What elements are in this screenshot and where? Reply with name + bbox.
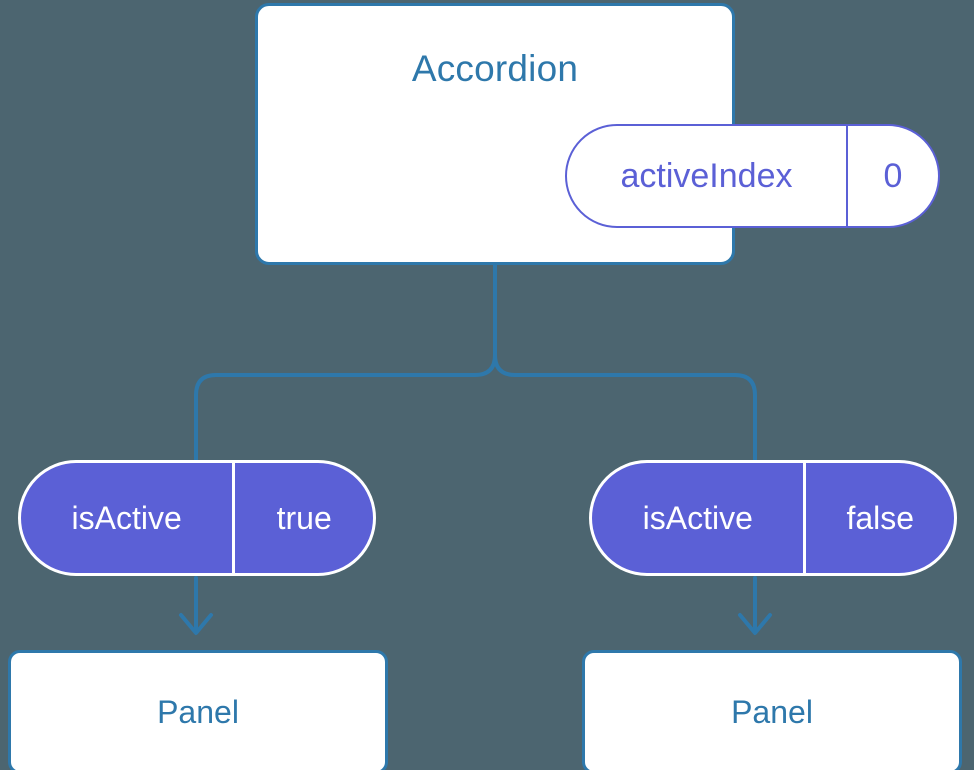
state-badge-value: 0: [845, 126, 938, 226]
accordion-node-title: Accordion: [411, 48, 579, 89]
prop-badge-is-active-false: isActive false: [589, 460, 957, 576]
state-badge-active-index: activeIndex 0: [565, 124, 940, 228]
prop-badge-key: isActive: [71, 499, 182, 536]
state-badge-key: activeIndex: [620, 156, 793, 195]
connector-branch-right: [493, 353, 757, 472]
accordion-node: Accordion activeIndex 0: [255, 3, 940, 265]
prop-badge-key: isActive: [642, 499, 753, 536]
prop-badge-value: false: [803, 463, 954, 573]
arrow-head-left: [179, 613, 213, 635]
prop-badge-value: true: [232, 463, 373, 573]
arrow-head-right: [738, 613, 772, 635]
panel-node-label: Panel: [731, 693, 813, 730]
panel-node-right: Panel: [582, 650, 962, 770]
connector-branch-left: [194, 353, 497, 472]
panel-node-label: Panel: [157, 693, 239, 730]
panel-node-left: Panel: [8, 650, 388, 770]
prop-badge-is-active-true: isActive true: [18, 460, 376, 576]
